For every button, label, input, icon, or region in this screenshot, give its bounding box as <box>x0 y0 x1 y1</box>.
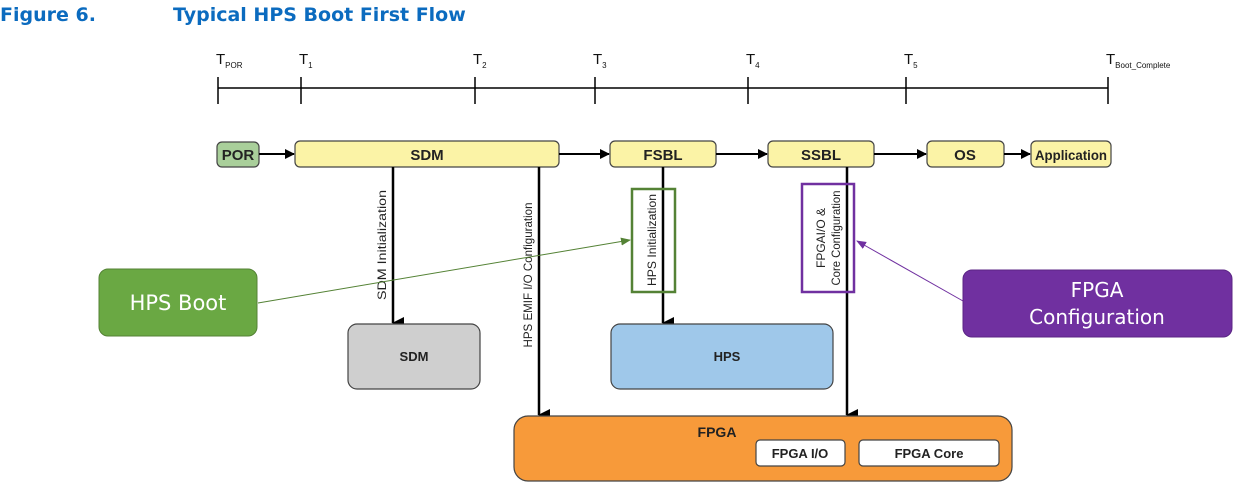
stage-fsbl-label: FSBL <box>643 147 682 164</box>
callout-fpga-configuration: FPGA Configuration <box>962 269 1233 338</box>
fpga-config-highlight-box <box>800 182 856 294</box>
hps-init-highlight-box <box>630 187 677 294</box>
label-sdm-initialization: SDM Initialization <box>375 190 389 300</box>
stage-os: OS <box>926 140 1005 168</box>
timeline-marker-label: T4 <box>746 51 760 70</box>
callout-hps-boot-pointer <box>257 237 631 304</box>
figure-caption: Typical HPS Boot First Flow <box>173 4 466 26</box>
block-hps-label: HPS <box>714 349 741 364</box>
label-hps-initialization: HPS Initialization <box>645 194 659 286</box>
stage-sdm: SDM <box>294 140 560 168</box>
block-fpga-core-label: FPGA Core <box>895 446 964 461</box>
block-hps: HPS <box>610 323 834 390</box>
label-fpga-io-line2: Core Configuration <box>829 191 843 286</box>
block-fpga-io <box>755 439 846 467</box>
stage-ssbl: SSBL <box>767 140 875 168</box>
stage-application: Application <box>1030 140 1112 168</box>
stage-application-label: Application <box>1035 147 1107 163</box>
callout-hps-boot-label: HPS Boot <box>130 291 227 315</box>
block-sdm-label: SDM <box>400 349 429 364</box>
timeline: TPOR T1 T2 T3 T4 T5 TBoot_Complete <box>216 51 1171 104</box>
block-fpga-core <box>858 439 1000 467</box>
stage-sdm-label: SDM <box>410 147 443 164</box>
stage-ssbl-label: SSBL <box>801 147 841 164</box>
timeline-marker-label: TPOR <box>216 51 243 70</box>
block-fpga-label: FPGA <box>698 424 737 440</box>
label-hps-emif-io-configuration: HPS EMIF I/O Configuration <box>521 203 535 348</box>
timeline-marker-label: T5 <box>904 51 918 70</box>
figure-title: Figure 6. Typical HPS Boot First Flow <box>0 4 466 26</box>
callout-hps-boot: HPS Boot <box>98 268 258 337</box>
stage-os-label: OS <box>954 147 976 164</box>
block-fpga-io-label: FPGA I/O <box>772 446 829 461</box>
callout-fpga-config-pointer <box>856 240 964 302</box>
stage-por-label: POR <box>222 147 255 164</box>
timeline-marker-label: T3 <box>593 51 607 70</box>
stage-por: POR <box>216 141 260 168</box>
label-fpga-io-line1: FPGAI/O & <box>814 208 828 268</box>
callout-fpga-config-line2: Configuration <box>1029 305 1165 329</box>
stage-fsbl: FSBL <box>609 140 717 168</box>
timeline-marker-label: TBoot_Complete <box>1106 51 1171 70</box>
timeline-marker-label: T1 <box>299 51 313 70</box>
timeline-marker-label: T2 <box>473 51 487 70</box>
callout-fpga-config-line1: FPGA <box>1071 278 1124 302</box>
figure-number: Figure 6. <box>0 4 96 26</box>
block-sdm: SDM <box>347 323 481 390</box>
block-fpga: FPGA FPGA I/O FPGA Core <box>513 415 1013 482</box>
